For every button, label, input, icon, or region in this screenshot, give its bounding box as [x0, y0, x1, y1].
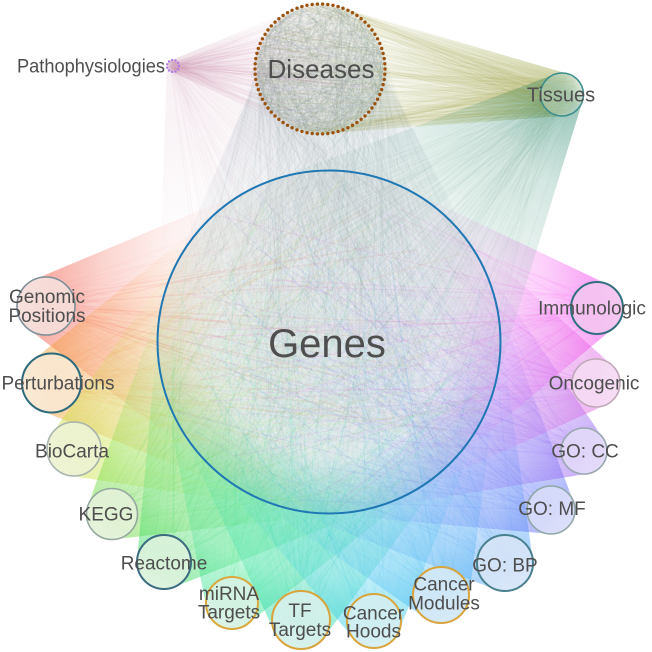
- svg-text:Genomic: Genomic: [9, 287, 85, 308]
- svg-text:Cancer: Cancer: [343, 604, 405, 625]
- svg-text:GO: CC: GO: CC: [551, 442, 619, 463]
- svg-text:KEGG: KEGG: [79, 505, 134, 526]
- svg-text:Targets: Targets: [198, 602, 260, 623]
- svg-text:Tissues: Tissues: [527, 85, 595, 107]
- svg-text:GO: MF: GO: MF: [518, 499, 586, 520]
- svg-text:Modules: Modules: [408, 594, 480, 615]
- svg-text:Reactome: Reactome: [121, 554, 208, 575]
- svg-text:Pathophysiologies: Pathophysiologies: [17, 57, 165, 78]
- svg-text:miRNA: miRNA: [199, 584, 259, 605]
- svg-text:Cancer: Cancer: [413, 575, 475, 596]
- svg-text:Oncogenic: Oncogenic: [549, 374, 640, 395]
- svg-text:Perturbations: Perturbations: [1, 374, 114, 395]
- svg-text:Diseases: Diseases: [268, 54, 375, 84]
- svg-text:Hoods: Hoods: [346, 622, 401, 643]
- svg-text:Targets: Targets: [269, 620, 331, 641]
- svg-text:Immunologic: Immunologic: [538, 299, 646, 320]
- svg-text:BioCarta: BioCarta: [35, 442, 109, 463]
- svg-text:Genes: Genes: [268, 322, 386, 366]
- svg-text:GO: BP: GO: BP: [472, 556, 537, 577]
- svg-text:TF: TF: [288, 601, 311, 622]
- svg-text:Positions: Positions: [8, 306, 85, 327]
